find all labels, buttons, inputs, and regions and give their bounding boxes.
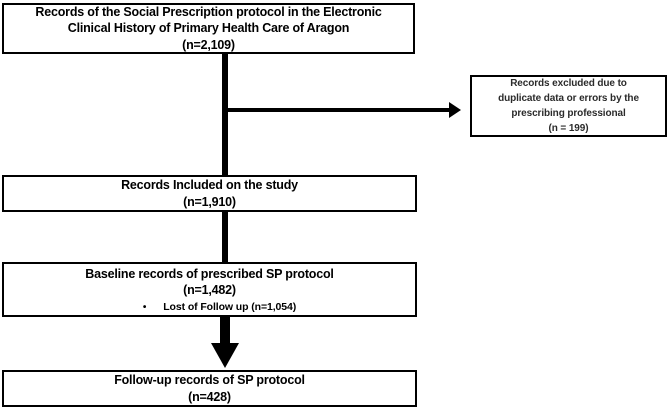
lost-to-followup-note: • Lost of Follow up (n=1,054) bbox=[143, 301, 296, 314]
flow-box-baseline-records: Baseline records of prescribed SP protoc… bbox=[2, 262, 417, 317]
box-text-line: Clinical History of Primary Health Care … bbox=[67, 21, 350, 36]
flow-box-source-records: Records of the Social Prescription proto… bbox=[2, 3, 415, 54]
bullet-icon: • bbox=[142, 301, 147, 313]
box-text-line: prescribing professional bbox=[511, 108, 626, 119]
arrowhead-right-icon bbox=[449, 102, 461, 118]
box-text-line: Records excluded due to bbox=[510, 78, 627, 89]
box-count-line: (n=1,910) bbox=[183, 194, 236, 209]
connector-line-baseline-to-followup bbox=[220, 316, 230, 345]
connector-line-exclusion bbox=[228, 108, 450, 112]
box-count-line: (n=428) bbox=[188, 389, 231, 404]
box-text-line: Records Included on the study bbox=[121, 178, 298, 192]
arrowhead-down-icon bbox=[211, 343, 239, 368]
flow-box-followup-records: Follow-up records of SP protocol (n=428) bbox=[2, 370, 417, 407]
box-count-line: (n = 199) bbox=[548, 123, 589, 134]
connector-line-included-to-baseline bbox=[222, 210, 228, 264]
box-text-line: Baseline records of prescribed SP protoc… bbox=[85, 266, 334, 281]
flow-box-excluded-records: Records excluded due to duplicate data o… bbox=[470, 75, 667, 137]
connector-line-source-to-included bbox=[222, 52, 228, 177]
box-text-line: Follow-up records of SP protocol bbox=[114, 373, 305, 387]
box-text-line: duplicate data or errors by the bbox=[498, 93, 639, 104]
box-count-line: (n=1,482) bbox=[183, 283, 236, 297]
flow-box-included-records: Records Included on the study (n=1,910) bbox=[2, 175, 417, 212]
box-count-line: (n=2,109) bbox=[182, 37, 235, 52]
bullet-text: Lost of Follow up (n=1,054) bbox=[163, 300, 297, 313]
box-text-line: Records of the Social Prescription proto… bbox=[35, 4, 382, 19]
